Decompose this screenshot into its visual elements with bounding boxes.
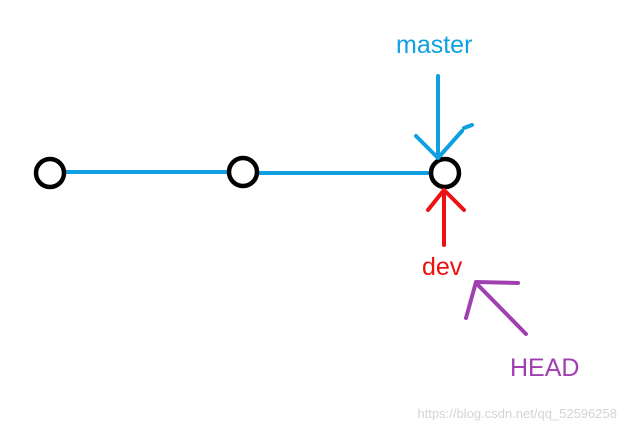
head-pointer-arrow — [464, 280, 528, 336]
head-pointer-label: HEAD — [510, 354, 580, 382]
dev-pointer-arrow — [426, 188, 466, 247]
commit-node-3 — [428, 156, 462, 190]
commit-node-1 — [33, 156, 67, 190]
watermark: https://blog.csdn.net/qq_52596258 — [417, 406, 618, 421]
master-branch-label: master — [396, 31, 473, 59]
master-pointer-arrow — [414, 74, 474, 160]
commit-node-2 — [226, 155, 260, 189]
dev-branch-label: dev — [422, 253, 463, 281]
